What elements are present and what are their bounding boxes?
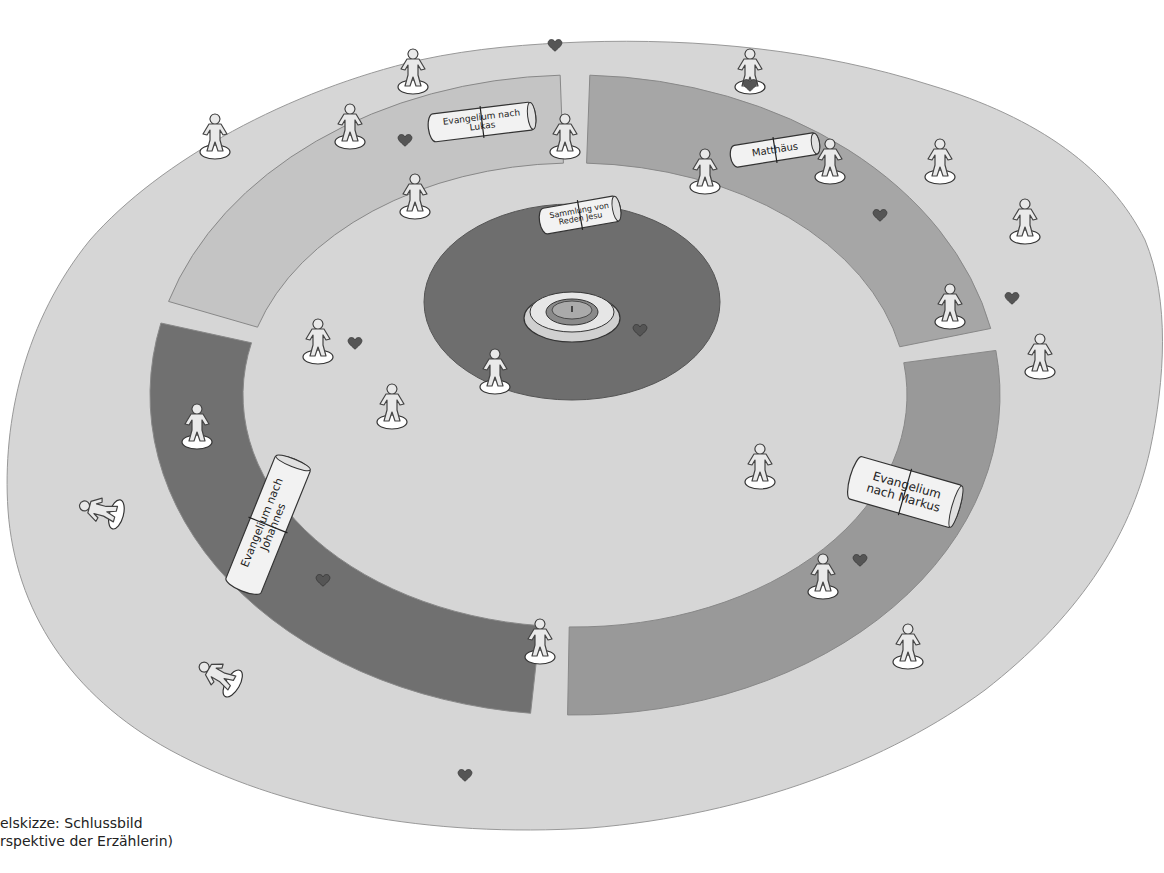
heart — [316, 575, 330, 587]
candle — [546, 299, 598, 325]
scroll-label: Evangelium nach Lukas — [437, 103, 528, 142]
scroll: Evangelium nach Markus — [844, 455, 966, 529]
lying-figure — [76, 490, 127, 531]
scroll-label: Evangelium nach Markus — [854, 458, 956, 526]
heart — [548, 40, 562, 52]
figure — [745, 444, 775, 489]
figure — [1010, 199, 1040, 244]
scroll-end — [526, 102, 537, 130]
figure — [690, 149, 720, 194]
figure — [377, 384, 407, 429]
floor-cloth — [7, 41, 1162, 830]
figure — [335, 104, 365, 149]
scroll-body — [729, 132, 821, 168]
hearts — [316, 40, 1019, 782]
figure — [303, 319, 333, 364]
candle-wick — [571, 306, 573, 312]
scroll-end — [810, 133, 821, 155]
scroll-label: Evangelium nach Johannes — [228, 461, 309, 588]
figure — [925, 139, 955, 184]
figure — [525, 619, 555, 664]
scroll-end — [274, 452, 311, 473]
candle-bowl-rim — [530, 292, 614, 332]
ring-bands — [150, 75, 1000, 715]
scroll: Sammlung von Reden Jesu — [537, 195, 622, 235]
scroll-end — [610, 196, 622, 222]
heart — [458, 770, 472, 782]
figure — [400, 174, 430, 219]
figure-caption: elskizze: Schlussbild rspektive der Erzä… — [0, 814, 182, 850]
scroll-body — [224, 452, 312, 598]
figures — [76, 49, 1055, 700]
figure — [935, 284, 965, 329]
figure — [808, 554, 838, 599]
figure — [480, 349, 510, 394]
heart — [348, 338, 362, 350]
heart — [743, 80, 757, 92]
scroll-body — [537, 195, 622, 235]
figure — [735, 49, 765, 94]
scroll-end — [946, 485, 966, 529]
figure — [550, 114, 580, 159]
heart — [1005, 293, 1019, 305]
center-disc — [424, 204, 720, 400]
scroll-body — [427, 102, 538, 143]
scroll: Evangelium nach Lukas — [427, 102, 538, 143]
ring-band — [568, 350, 1000, 715]
heart — [398, 135, 412, 147]
scroll: Matthäus — [729, 132, 821, 168]
scroll-body — [844, 455, 966, 529]
figure — [893, 624, 923, 669]
scroll: Evangelium nach Johannes — [224, 452, 312, 598]
candle-top — [552, 301, 592, 319]
figure — [182, 404, 212, 449]
figure — [1025, 334, 1055, 379]
heart — [873, 210, 887, 222]
figure — [398, 49, 428, 94]
scroll-label: Sammlung von Reden Jesu — [547, 197, 613, 233]
heart — [853, 555, 867, 567]
heart — [633, 325, 647, 337]
ring-band — [150, 323, 540, 713]
figure — [200, 114, 230, 159]
lying-figure — [192, 652, 246, 700]
